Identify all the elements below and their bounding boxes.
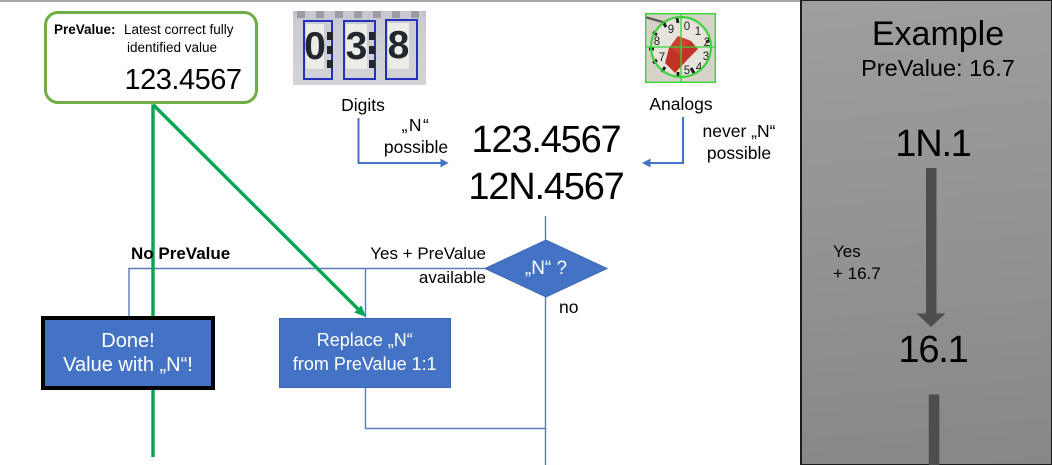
svg-text:4: 4 — [696, 62, 703, 74]
svg-text:0: 0 — [684, 21, 690, 33]
svg-text:3: 3 — [703, 51, 709, 63]
svg-text:1: 1 — [695, 26, 701, 38]
svg-text:9: 9 — [668, 24, 674, 36]
svg-text:7: 7 — [659, 52, 665, 64]
svg-text:8: 8 — [654, 36, 660, 48]
svg-text:5: 5 — [684, 65, 690, 77]
